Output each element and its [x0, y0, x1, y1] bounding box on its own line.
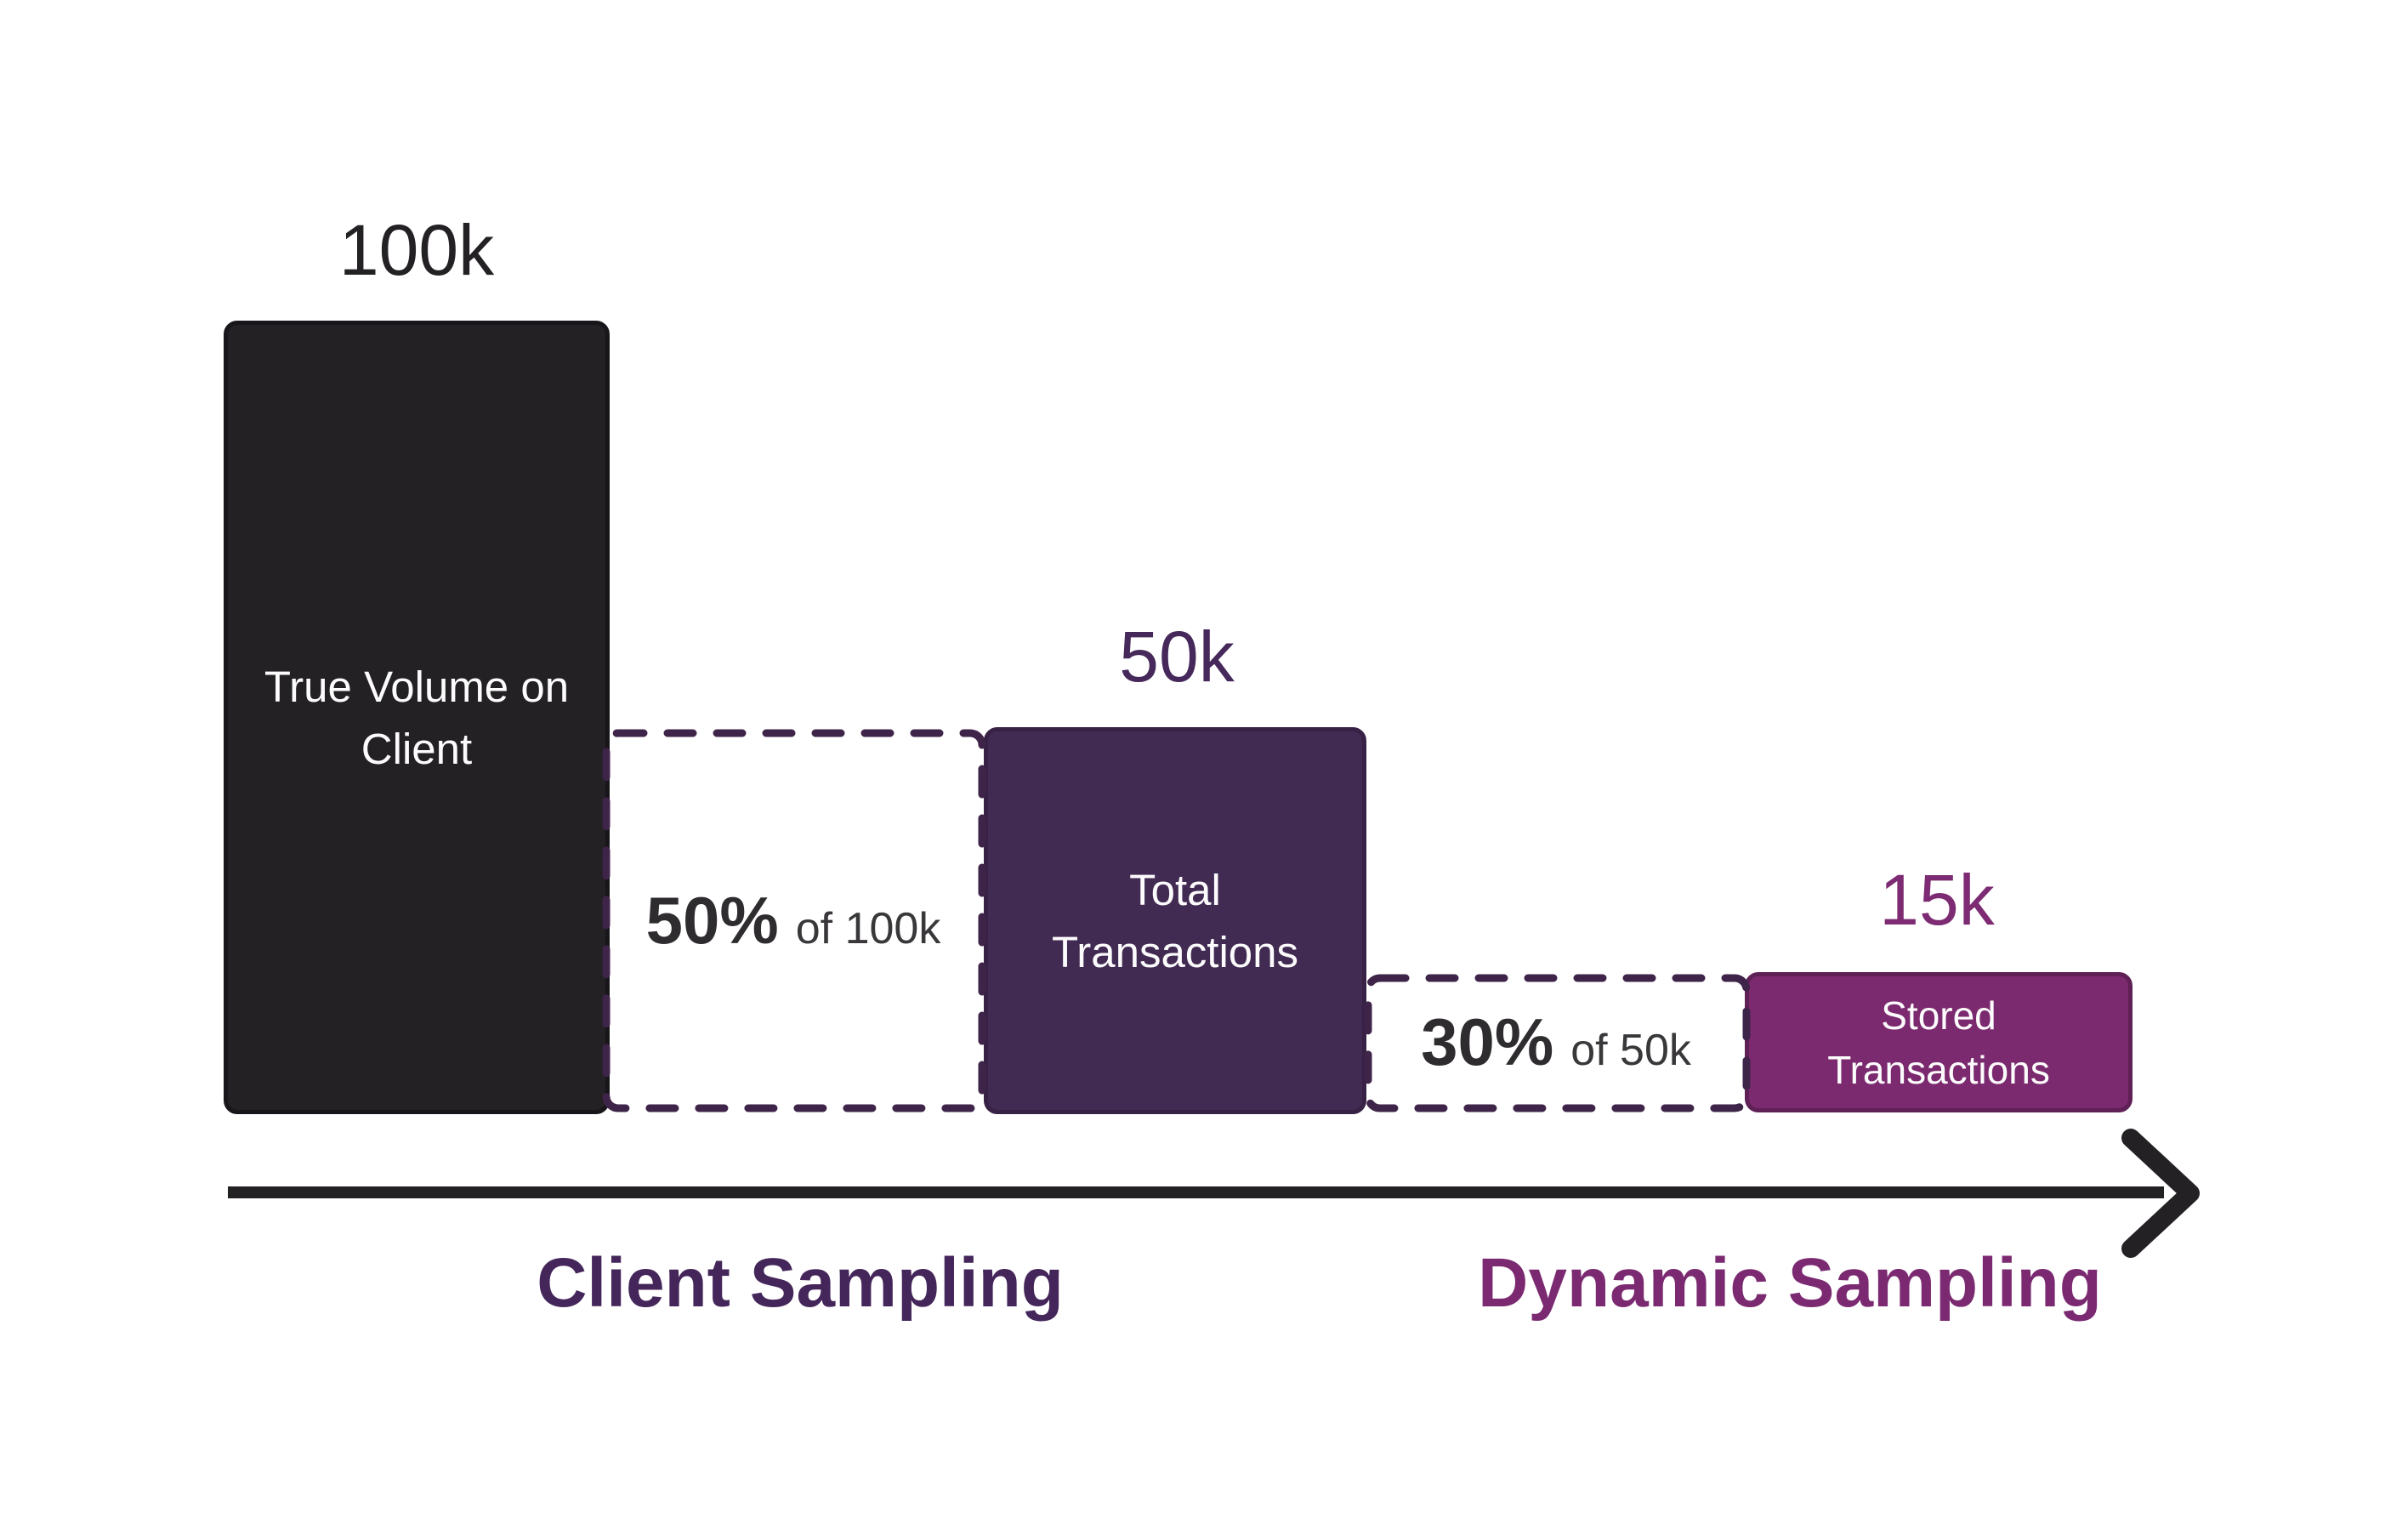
stage-label-client-sampling: Client Sampling [537, 1244, 1064, 1322]
bar-label-line: Client [361, 724, 473, 773]
bar-label-line: Transactions [1051, 927, 1299, 976]
bar-label-line: Transactions [1827, 1047, 2050, 1092]
percent-value: 30% [1421, 1004, 1554, 1079]
bar-total-transactions: Total Transactions [984, 727, 1366, 1114]
percent-of-text: of 100k [795, 904, 941, 953]
value-label-stored-transactions: 15k [1879, 860, 1995, 940]
bar-stored-transactions: Stored Transactions [1745, 972, 2133, 1112]
value-label-total-transactions: 50k [1119, 617, 1235, 697]
bar-stored-transactions-label: Stored Transactions [1827, 988, 2050, 1097]
bar-true-volume-label: True Volume on Client [264, 656, 569, 780]
timeline-arrow-head [2121, 1129, 2200, 1258]
annotation-client-sample-rate: 50% of 100k [530, 887, 1057, 953]
percent-of-text: of 50k [1570, 1026, 1691, 1075]
value-label-true-volume: 100k [338, 210, 495, 290]
bar-label-line: Stored [1881, 993, 1996, 1038]
annotation-dynamic-sample-rate: 30% of 50k [1292, 1009, 1820, 1075]
bar-label-line: True Volume on [264, 662, 570, 711]
stage-label-dynamic-sampling: Dynamic Sampling [1478, 1244, 2102, 1322]
bar-total-transactions-label: Total Transactions [1052, 859, 1298, 983]
percent-value: 50% [645, 883, 779, 958]
bar-label-line: Total [1129, 865, 1221, 914]
bar-true-volume-on-client: True Volume on Client [224, 321, 610, 1114]
